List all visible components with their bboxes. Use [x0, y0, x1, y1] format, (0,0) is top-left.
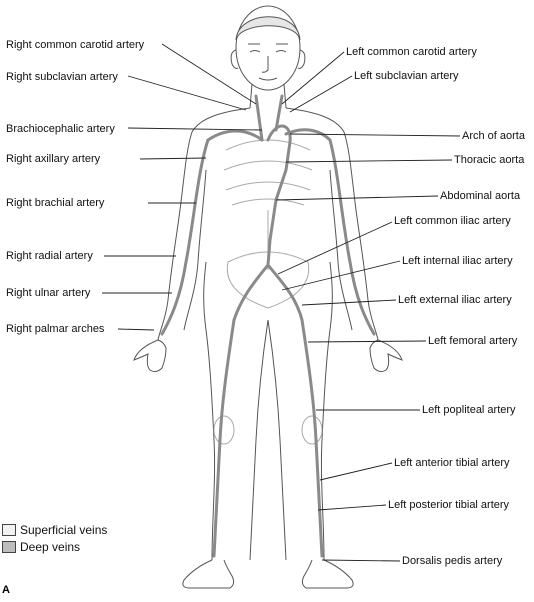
subclavian-right: [206, 129, 264, 142]
panel-letter: A: [2, 584, 10, 596]
label-right-subclavian: Right subclavian artery: [6, 71, 118, 83]
neck: [249, 83, 287, 109]
pelvis: [226, 251, 310, 309]
label-right-palmar-arches: Right palmar arches: [6, 323, 105, 335]
foot-left: [301, 559, 354, 589]
label-left-common-carotid: Left common carotid artery: [346, 46, 477, 58]
aorta: [266, 124, 292, 267]
label-dorsalis-pedis: Dorsalis pedis artery: [402, 555, 503, 567]
leader-dorsalis-pedis: [321, 559, 401, 562]
leader-brachiocephalic: [127, 127, 263, 131]
label-right-brachial: Right brachial artery: [6, 197, 105, 209]
label-right-radial: Right radial artery: [6, 250, 93, 262]
label-left-popliteal: Left popliteal artery: [422, 404, 516, 416]
arm-artery-right: [160, 138, 210, 336]
iliac-left: [266, 263, 324, 558]
inner-legs: [249, 319, 287, 561]
label-left-posterior-tibial: Left posterior tibial artery: [388, 499, 510, 511]
legend-label-superficial: Superficial veins: [20, 522, 108, 537]
leader-left-common-carotid: [281, 51, 345, 105]
label-left-common-iliac: Left common iliac artery: [394, 215, 511, 227]
label-right-axillary: Right axillary artery: [6, 153, 101, 165]
legend-label-deep: Deep veins: [20, 539, 81, 554]
hand-right: [133, 339, 167, 373]
leader-abdominal-aorta: [275, 195, 439, 201]
torso: [157, 107, 379, 341]
leader-right-axillary: [139, 157, 207, 160]
knee-left: [301, 415, 323, 445]
common-carotid-right: [254, 94, 264, 142]
label-abdominal-aorta: Abdominal aorta: [440, 190, 521, 202]
common-carotid-left: [274, 94, 284, 132]
label-left-internal-iliac: Left internal iliac artery: [402, 255, 513, 267]
leader-right-subclavian: [127, 75, 247, 111]
label-arch-of-aorta: Arch of aorta: [462, 130, 525, 142]
hand-left: [369, 339, 403, 373]
label-brachiocephalic: Brachiocephalic artery: [6, 123, 115, 135]
iliac-right: [212, 263, 270, 558]
label-right-common-carotid: Right common carotid artery: [6, 39, 145, 51]
hair: [235, 16, 301, 41]
mouth: [258, 77, 278, 81]
leader-right-palmar: [117, 328, 155, 331]
arm-inner-left: [329, 169, 353, 331]
nose: [261, 56, 269, 73]
legend: Superficial veins Deep veins: [2, 521, 107, 555]
subclavian-left: [284, 128, 332, 142]
label-right-ulnar: Right ulnar artery: [6, 287, 91, 299]
legend-row-superficial: Superficial veins: [2, 521, 107, 538]
label-left-subclavian: Left subclavian artery: [354, 70, 459, 82]
hips: [203, 261, 333, 561]
leader-right-common-carotid: [161, 43, 257, 105]
leader-thoracic-aorta: [285, 159, 453, 163]
label-left-anterior-tibial: Left anterior tibial artery: [394, 457, 510, 469]
leader-left-subclavian: [289, 75, 353, 113]
leader-left-internal-iliac: [281, 260, 401, 291]
leader-left-common-iliac: [277, 221, 393, 275]
leader-left-anterior-tibial: [319, 462, 393, 481]
leader-left-femoral: [307, 340, 427, 343]
knee-right: [213, 415, 235, 445]
legend-row-deep: Deep veins: [2, 538, 107, 555]
legend-swatch-superficial: [2, 523, 16, 536]
arm-inner-right: [183, 169, 207, 331]
label-left-external-iliac: Left external iliac artery: [398, 294, 512, 306]
label-thoracic-aorta: Thoracic aorta: [454, 154, 525, 166]
legend-swatch-deep: [2, 540, 16, 553]
leader-left-posterior-tibial: [317, 504, 387, 511]
arm-artery-left: [328, 138, 376, 336]
ear-right: [230, 49, 239, 69]
leader-left-external-iliac: [301, 299, 397, 306]
label-left-femoral: Left femoral artery: [428, 335, 518, 347]
ear-left: [297, 49, 306, 69]
leader-arch-of-aorta: [289, 133, 461, 137]
eyes: [249, 50, 287, 53]
foot-right: [182, 559, 235, 589]
